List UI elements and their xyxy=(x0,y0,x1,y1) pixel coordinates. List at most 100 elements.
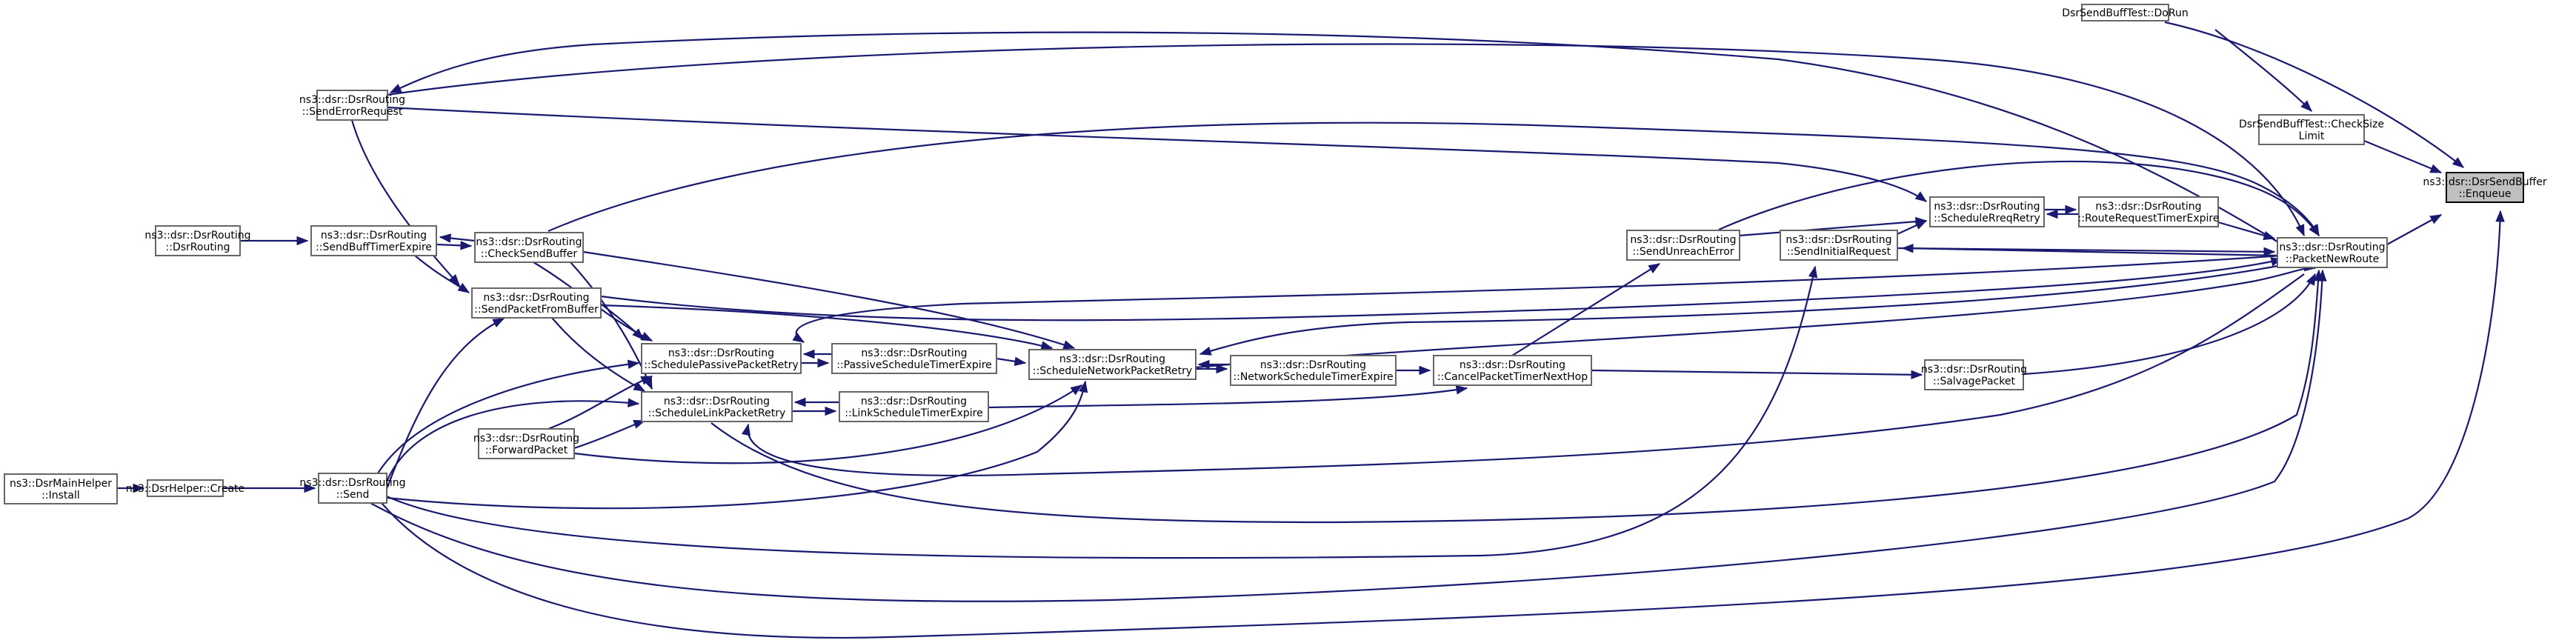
node-slpr[interactable]: ns3::dsr::DsrRouting::ScheduleLinkPacket… xyxy=(641,391,793,422)
node-label-line: ::SchedulePassivePacketRetry xyxy=(644,359,799,371)
node-label-line: ns3::dsr::DsrRouting xyxy=(321,230,427,241)
edge-pste-to-snpr xyxy=(996,356,1027,366)
arrowhead xyxy=(460,241,473,250)
edge-dorun-to-checksize xyxy=(2214,29,2312,112)
node-install[interactable]: ns3::DsrMainHelper::Install xyxy=(4,473,118,504)
node-label-line: DsrSendBuffTest::DoRun xyxy=(2062,7,2188,19)
edge-pste-to-sppr xyxy=(802,349,832,359)
edge-spfb-to-sppr xyxy=(600,303,644,340)
edge-cptnh-to-sue xyxy=(1511,263,1661,356)
arrowhead xyxy=(1199,346,1212,356)
arrowhead xyxy=(296,236,309,246)
node-send[interactable]: ns3::dsr::DsrRouting::Send xyxy=(299,473,406,504)
edge-csb-to-slpr xyxy=(570,261,653,390)
node-lste[interactable]: ns3::dsr::DsrRouting::LinkScheduleTimerE… xyxy=(839,391,989,422)
node-create[interactable]: ns3::DsrHelper::Create xyxy=(126,479,244,497)
edge-rrte-to-srr xyxy=(2046,209,2079,219)
node-enqueue[interactable]: ns3::dsr::DsrSendBuffer::Enqueue xyxy=(2423,172,2547,203)
arrowhead xyxy=(448,274,460,287)
node-label-line: ::DsrRouting xyxy=(166,241,230,253)
node-label-line: ns3::dsr::DsrRouting xyxy=(299,477,405,489)
edge-line xyxy=(988,387,1468,409)
node-ser[interactable]: ns3::dsr::DsrRouting::SendErrorRequest xyxy=(299,90,405,121)
node-box xyxy=(1929,196,2045,227)
edge-slpr-to-lste xyxy=(792,406,837,416)
node-label-line: ns3::dsr::DsrRouting xyxy=(299,94,405,106)
edge-fwd-to-slpr xyxy=(573,419,646,450)
node-snpr[interactable]: ns3::dsr::DsrRouting::ScheduleNetworkPac… xyxy=(1028,349,1197,380)
arrowhead xyxy=(640,331,653,342)
edge-line xyxy=(385,400,639,482)
arrowhead xyxy=(1911,370,1923,380)
node-label-line: ns3::dsr::DsrRouting xyxy=(861,347,967,359)
node-label-line: ns3::dsr::DsrRouting xyxy=(1934,201,2040,213)
arrowhead xyxy=(1014,356,1027,366)
node-label-line: ::ForwardPacket xyxy=(485,444,568,456)
edge-line xyxy=(1591,369,1923,376)
node-box xyxy=(310,225,437,256)
arrowhead xyxy=(2065,204,2077,215)
node-sue[interactable]: ns3::dsr::DsrRouting::SendUnreachError xyxy=(1626,230,1740,261)
arrowhead xyxy=(2295,224,2305,237)
edge-line xyxy=(710,270,2320,524)
arrowhead xyxy=(793,397,806,407)
edge-sue-to-srr xyxy=(1739,216,1928,237)
node-dsrr[interactable]: ns3::dsr::DsrRouting::DsrRouting xyxy=(144,225,251,256)
arrowhead xyxy=(1915,216,1928,227)
node-cptnh[interactable]: ns3::dsr::DsrRouting::CancelPacketTimerN… xyxy=(1433,355,1592,386)
node-rrte[interactable]: ns3::dsr::DsrRouting::RouteRequestTimerE… xyxy=(2078,196,2220,227)
node-label-line: ::Enqueue xyxy=(2458,188,2511,200)
node-box xyxy=(641,391,793,422)
edge-line xyxy=(2023,273,2316,376)
node-srr[interactable]: ns3::dsr::DsrRouting::ScheduleRreqRetry xyxy=(1929,196,2045,227)
node-spfb[interactable]: ns3::dsr::DsrRouting::SendPacketFromBuff… xyxy=(471,287,602,319)
edge-ser-to-spfb xyxy=(350,119,460,287)
node-label-line: ::SendErrorRequest xyxy=(302,106,403,118)
arrowhead xyxy=(1040,341,1054,350)
node-dorun[interactable]: DsrSendBuffTest::DoRun xyxy=(2062,4,2189,21)
node-box xyxy=(1626,230,1740,261)
node-pste[interactable]: ns3::dsr::DsrRouting::PassiveScheduleTim… xyxy=(831,343,997,374)
edge-pnr-to-enqueue xyxy=(2386,214,2443,245)
node-sbte[interactable]: ns3::dsr::DsrRouting::SendBuffTimerExpir… xyxy=(310,225,437,256)
edge-line xyxy=(573,419,645,450)
node-label-line: ::Send xyxy=(336,489,370,501)
edge-snpr-to-nste xyxy=(1196,364,1228,374)
node-csb[interactable]: ns3::dsr::DsrRouting::CheckSendBuffer xyxy=(474,232,584,263)
arrowhead xyxy=(1216,364,1228,374)
node-fwd[interactable]: ns3::dsr::DsrRouting::ForwardPacket xyxy=(473,428,579,459)
node-box xyxy=(2081,4,2169,21)
edge-spfb-to-snpr xyxy=(600,304,1054,350)
edge-ser-to-pnr xyxy=(387,43,2306,237)
edge-send-to-enqueue xyxy=(381,210,2505,639)
node-label-line: DsrSendBuffTest::CheckSize xyxy=(2239,119,2384,130)
node-box xyxy=(2258,114,2365,145)
node-label-line: ::PassiveScheduleTimerExpire xyxy=(836,359,992,371)
arrowhead xyxy=(1901,244,1914,253)
edge-nste-to-cptnh xyxy=(1396,365,1431,376)
edge-line xyxy=(2214,29,2312,112)
edge-send-to-sir xyxy=(386,265,1818,559)
arrowhead xyxy=(817,358,830,368)
edge-pnr-to-sppr xyxy=(792,254,2283,343)
edge-line xyxy=(381,210,2502,639)
node-pnr[interactable]: ns3::dsr::DsrRouting::PacketNewRoute xyxy=(2277,237,2388,268)
edge-line xyxy=(386,381,1087,510)
node-nste[interactable]: ns3::dsr::DsrRouting::NetworkScheduleTim… xyxy=(1230,355,1397,386)
node-label-line: ns3::dsr::DsrSendBuffer xyxy=(2423,176,2546,188)
edge-rrte-to-pnr xyxy=(2217,221,2276,240)
node-label-line: ns3::dsr::DsrRouting xyxy=(1630,234,1736,246)
edge-pnr-to-snpr xyxy=(1199,264,2283,356)
node-sir[interactable]: ns3::dsr::DsrRouting::SendInitialRequest xyxy=(1780,230,1898,261)
nodes-layer: ns3::dsr::DsrSendBuffer::Enqueue DsrSendB… xyxy=(4,4,2547,504)
edge-line xyxy=(387,106,1927,202)
edge-line xyxy=(551,317,645,392)
node-sppr[interactable]: ns3::dsr::DsrRouting::SchedulePassivePac… xyxy=(641,343,802,374)
edge-ser-to-srr xyxy=(387,106,1928,202)
node-box xyxy=(2078,196,2219,227)
arrowhead xyxy=(792,333,805,343)
node-box xyxy=(2446,172,2524,203)
node-salv[interactable]: ns3::dsr::DsrRouting::SalvagePacket xyxy=(1921,359,2027,390)
node-box xyxy=(641,343,802,374)
